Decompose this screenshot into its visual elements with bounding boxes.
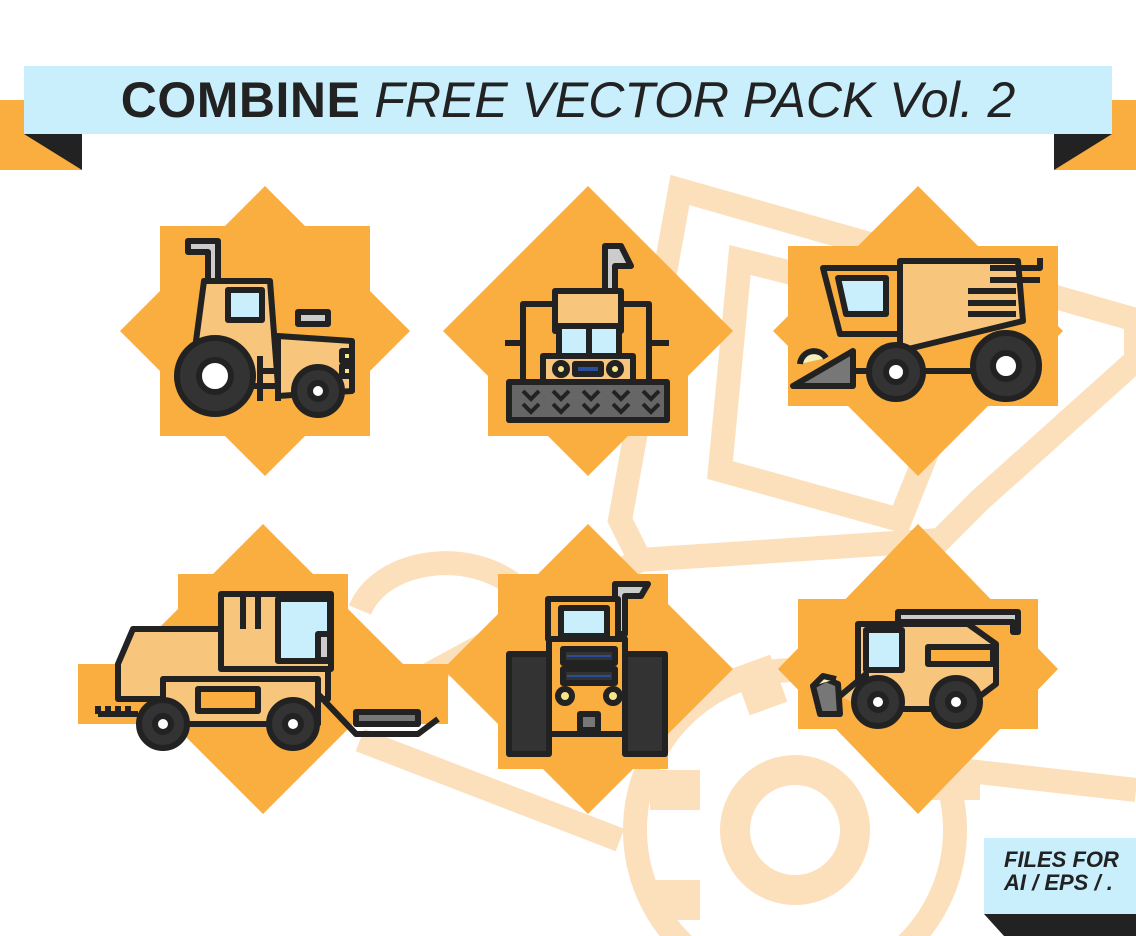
crawler-tractor-front-icon xyxy=(443,524,733,814)
files-text: FILES FOR AI / EPS / . xyxy=(1004,848,1119,894)
banner-bar: COMBINE FREE VECTOR PACK Vol. 2 xyxy=(24,66,1112,134)
combine-harvester-side-icon xyxy=(773,186,1063,476)
files-badge-fold xyxy=(984,914,1136,936)
tracked-harvester-front-icon xyxy=(443,186,733,476)
title-bold: COMBINE xyxy=(120,72,361,128)
files-line2: AI / EPS / . xyxy=(1004,870,1113,895)
tractor-side-icon xyxy=(120,186,410,476)
title-italic: FREE VECTOR PACK Vol. 2 xyxy=(374,72,1016,128)
files-badge xyxy=(984,838,1136,914)
files-line1: FILES FOR xyxy=(1004,847,1119,872)
title-banner: COMBINE FREE VECTOR PACK Vol. 2 xyxy=(0,66,1136,170)
combine-with-rake-icon xyxy=(78,524,448,814)
small-combine-side-icon xyxy=(778,524,1058,814)
